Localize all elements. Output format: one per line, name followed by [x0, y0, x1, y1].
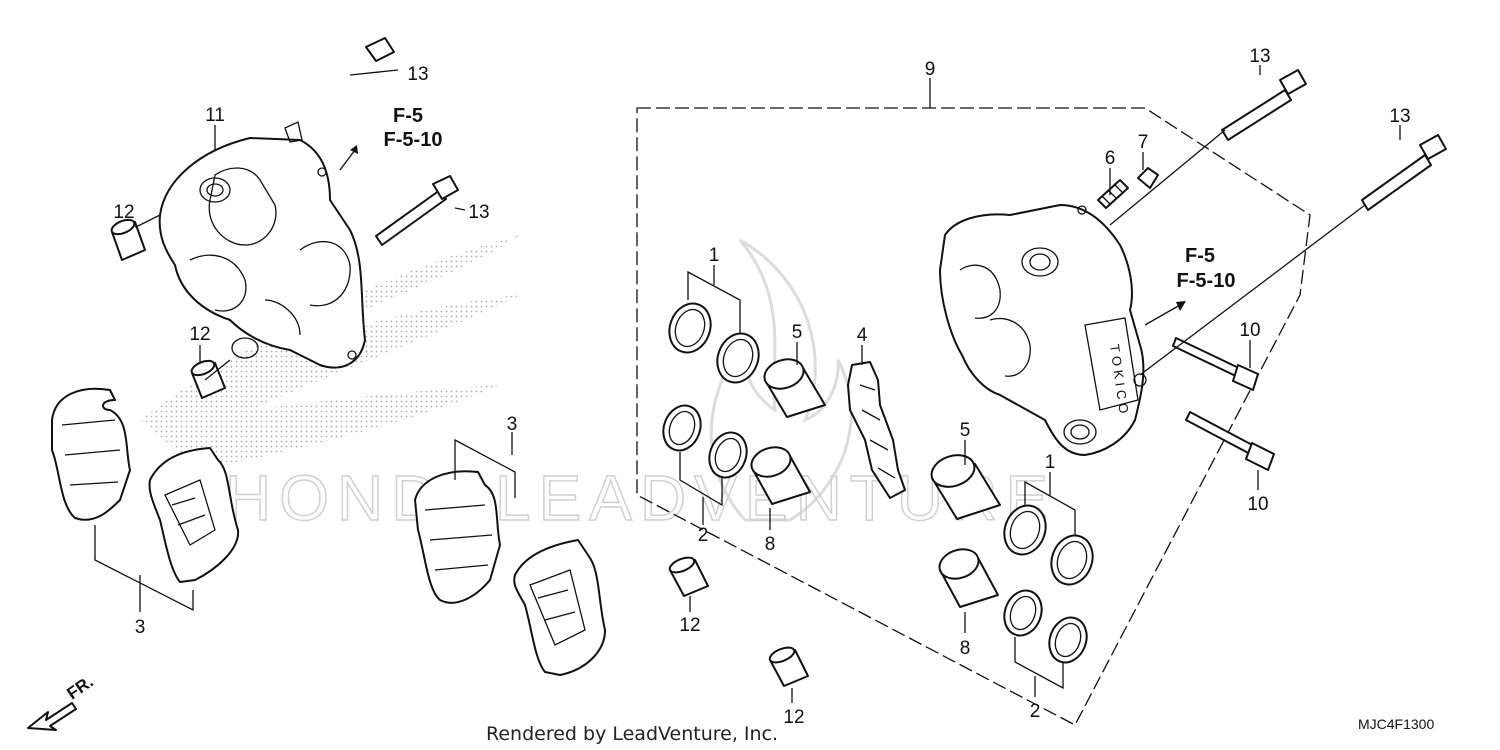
callout-9: 9: [925, 59, 936, 80]
bolt-13-d: [1361, 134, 1447, 211]
ref-label-right-1: F-5: [1185, 245, 1215, 267]
callout-7: 7: [1138, 132, 1149, 153]
bolt-13-a: [365, 37, 395, 62]
caliper-body: TOKICO: [939, 204, 1147, 456]
callout-1: 1: [1045, 452, 1056, 473]
piston-5-lower: [930, 454, 1001, 520]
callout-5: 5: [792, 322, 803, 343]
piston-8-lower: [938, 548, 999, 608]
bleeder-cap: [1137, 167, 1159, 189]
bolt-13-b: [375, 175, 459, 246]
leader-lines: [94, 65, 1401, 703]
dust-seals-upper: [662, 404, 748, 479]
ref-label-left-1: F-5: [393, 105, 423, 127]
diagram-code: MJC4F1300: [1358, 716, 1434, 732]
callout-11: 11: [205, 105, 225, 126]
callout-12: 12: [783, 707, 804, 728]
callout-10: 10: [1239, 320, 1260, 341]
direction-label: FR.: [63, 672, 96, 703]
callout-8: 8: [960, 638, 971, 659]
callout-12: 12: [679, 615, 700, 636]
callout-12: 12: [113, 202, 134, 223]
callout-10: 10: [1247, 494, 1268, 515]
dust-seals-lower: [1003, 589, 1088, 664]
callout-1: 1: [709, 245, 720, 266]
callout-13: 13: [1389, 106, 1410, 127]
callout-4: 4: [857, 325, 868, 346]
front-direction-arrow: [27, 702, 77, 731]
collar-12-c: [668, 556, 709, 597]
piston-seals-lower: [1003, 504, 1094, 586]
bolt-13-c: [1221, 69, 1307, 141]
piston-seals-upper: [668, 302, 760, 384]
callout-13: 13: [1249, 46, 1270, 67]
reference-arrows: [339, 145, 1186, 326]
collar-12-a: [110, 218, 146, 261]
callout-13: 13: [407, 64, 428, 85]
piston-5-upper: [763, 358, 826, 418]
callout-12: 12: [189, 324, 210, 345]
piston-8-upper: [750, 446, 811, 505]
bleeder-valve: [1097, 179, 1129, 209]
render-credit: Rendered by LeadVenture, Inc.: [486, 723, 778, 745]
pad-pin-lower: [1185, 411, 1275, 471]
callout-13: 13: [468, 202, 489, 223]
pad-spring: [847, 361, 906, 499]
callout-6: 6: [1105, 148, 1116, 169]
caliper-bracket: [158, 121, 366, 369]
callout-2: 2: [1030, 701, 1041, 722]
callout-2: 2: [698, 525, 709, 546]
brake-pad-set-left: [51, 387, 240, 583]
callout-3: 3: [135, 617, 146, 638]
collar-12-d: [768, 646, 809, 687]
pad-pin-upper: [1172, 337, 1259, 391]
callout-5: 5: [960, 420, 971, 441]
brake-pad-set-middle: [414, 470, 606, 676]
callout-8: 8: [765, 534, 776, 555]
ref-label-left-2: F-5-10: [384, 129, 443, 151]
callout-3: 3: [507, 414, 518, 435]
collar-12-b: [190, 359, 226, 399]
ref-label-right-2: F-5-10: [1177, 270, 1236, 292]
assembly-boundary: [636, 107, 1311, 726]
